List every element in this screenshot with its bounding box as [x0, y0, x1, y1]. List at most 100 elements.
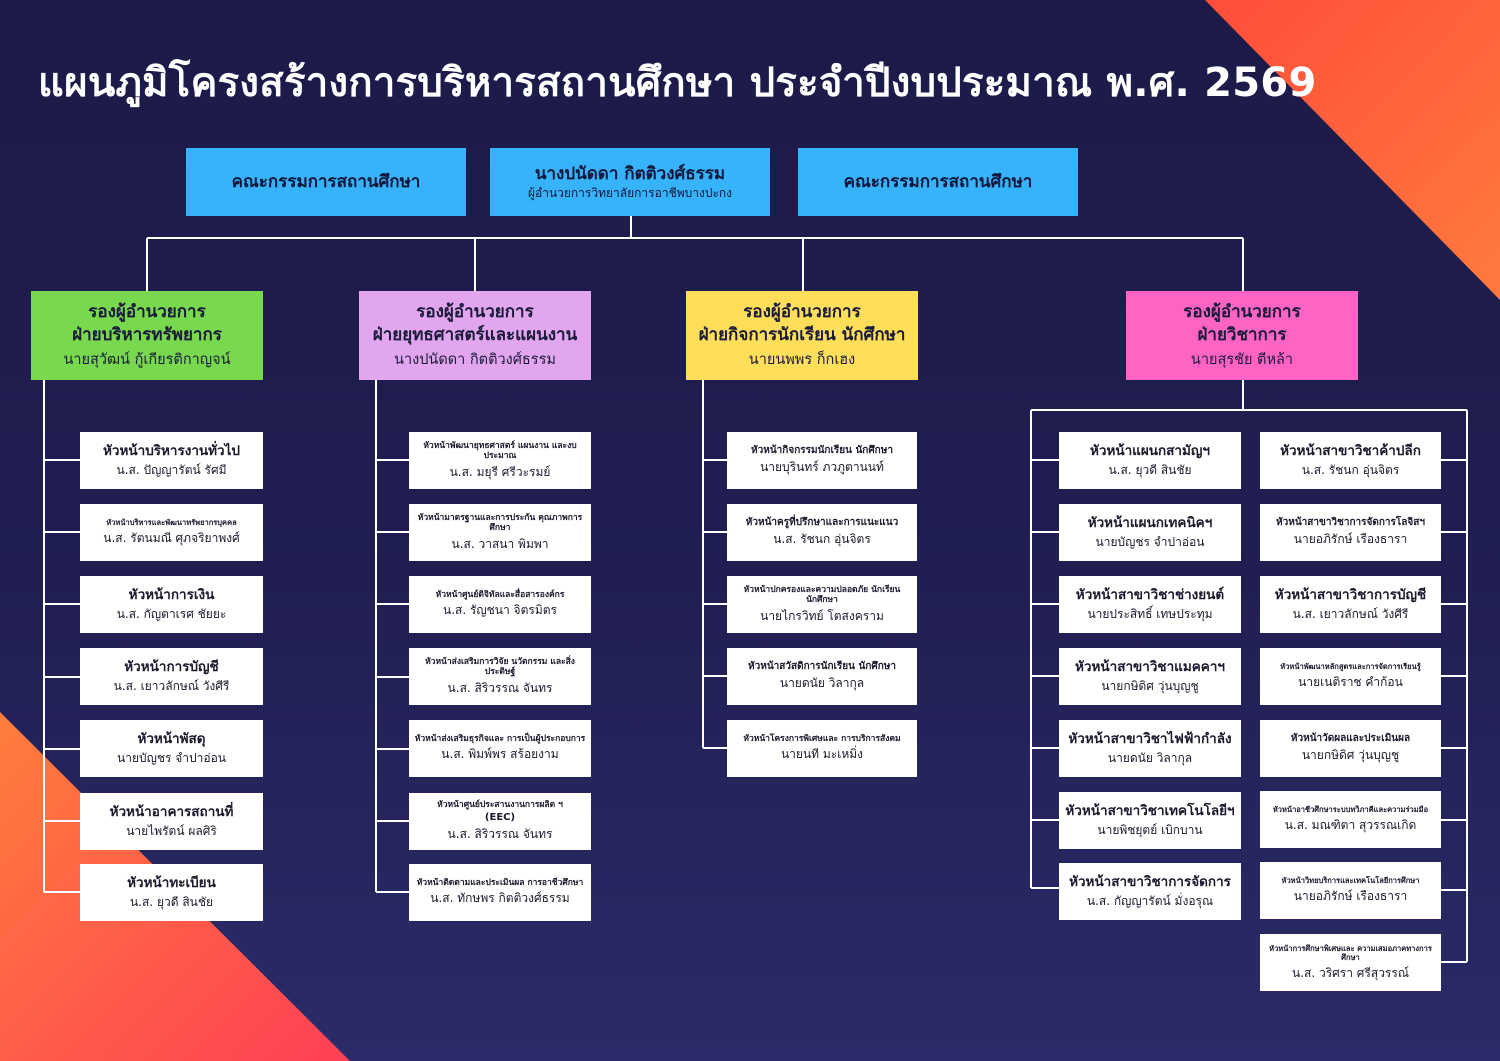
dept-title-line1: รองผู้อำนวยการ: [1183, 301, 1301, 322]
unit-card: หัวหน้าศูนย์ดิจิทัลและสื่อสารองค์กร น.ส.…: [409, 576, 591, 633]
unit-card: หัวหน้าแผนกเทคนิคฯ นายบัญชร จำปาอ่อน: [1059, 504, 1241, 561]
dept-student-affairs-box: รองผู้อำนวยการ ฝ่ายกิจการนักเรียน นักศึก…: [686, 291, 918, 380]
unit-title: หัวหน้าโครงการพิเศษและ การบริการสังคม: [743, 733, 901, 744]
unit-title: หัวหน้าสาขาวิชาไฟฟ้ากำลัง: [1068, 730, 1232, 747]
dept-title-line2: ฝ่ายบริหารทรัพยากร: [72, 324, 222, 345]
dept-head-name: นายนพพร ก็กเฮง: [748, 351, 856, 368]
unit-card: หัวหน้าส่งเสริมธุรกิจและ การเป็นผู้ประกอ…: [409, 720, 591, 777]
unit-card: หัวหน้าทะเบียน น.ส. ยุวดี สินชัย: [80, 864, 263, 921]
director-name: นางปนัดดา กิตติวงศ์ธรรม: [534, 163, 726, 184]
unit-head-name: นายกษิดิศ วุ่นบุญชู: [1101, 678, 1199, 693]
dept-head-name: นางปนัดดา กิตติวงศ์ธรรม: [394, 351, 556, 368]
unit-card: หัวหน้าแผนกสามัญฯ น.ส. ยุวดี สินชัย: [1059, 432, 1241, 489]
unit-title: หัวหน้าสาขาวิชาช่างยนต์: [1075, 586, 1225, 603]
unit-title: หัวหน้าวิทยบริการและเทคโนโลยีการศึกษา: [1281, 876, 1420, 886]
unit-title: หัวหน้าอาชีวศึกษาระบบทวิภาคีและความร่วมม…: [1272, 805, 1429, 815]
unit-head-name: น.ส. กัญญารัตน์ มั่งอรุณ: [1086, 893, 1214, 908]
dept-title-line2: ฝ่ายยุทธศาสตร์และแผนงาน: [372, 324, 578, 345]
dept-head-name: นายสุรชัย ตีหล้า: [1190, 351, 1294, 368]
unit-title: หัวหน้าอาคารสถานที่: [109, 803, 234, 820]
unit-title: หัวหน้าสาขาวิชาการจัดการ: [1069, 873, 1231, 890]
unit-card: หัวหน้าอาชีวศึกษาระบบทวิภาคีและความร่วมม…: [1260, 791, 1441, 848]
unit-card: หัวหน้าบริหารงานทั่วไป น.ส. ปัญญารัตน์ ร…: [80, 432, 263, 489]
unit-head-name: นายไพรัตน์ ผลศิริ: [126, 823, 217, 838]
unit-head-name: น.ส. รัตนมณี ศุภจริยาพงศ์: [103, 530, 240, 545]
unit-card: หัวหน้าพัฒนายุทธศาสตร์ แผนงาน และงบประมา…: [409, 432, 591, 489]
unit-card: หัวหน้าพัฒนาหลักสูตรและการจัดการเรียนรู้…: [1260, 648, 1441, 705]
unit-card: หัวหน้าสาขาวิชาเทคโนโลยีฯ นายพิชยุตย์ เบ…: [1059, 792, 1241, 849]
unit-title: หัวหน้าปกครองและความปลอดภัย นักเรียน นัก…: [743, 584, 901, 606]
unit-head-name: น.ส. ยุวดี สินชัย: [1108, 462, 1192, 477]
unit-title: หัวหน้าส่งเสริมการวิจัย นวัตกรรม และสิ่ง…: [425, 656, 575, 678]
unit-head-name: นายไกรวิทย์ โตสงคราม: [760, 608, 884, 623]
page-title: แผนภูมิโครงสร้างการบริหารสถานศึกษา ประจำ…: [38, 60, 1317, 106]
unit-card: หัวหน้าพัสดุ นายบัญชร จำปาอ่อน: [80, 720, 263, 777]
unit-card: หัวหน้าสาขาวิชาช่างยนต์ นายประสิทธิ์ เทษ…: [1059, 576, 1241, 633]
unit-card: หัวหน้าบริหารและพัฒนาทรัพยากรบุคคล น.ส. …: [80, 504, 263, 561]
unit-head-name: น.ส. ปัญญารัตน์ รัศมี: [116, 462, 227, 477]
unit-card: หัวหน้าวิทยบริการและเทคโนโลยีการศึกษา นา…: [1260, 862, 1441, 919]
dept-title-line2: ฝ่ายวิชาการ: [1197, 324, 1287, 345]
unit-head-name: น.ส. พิมพ์พร สร้อยงาม: [441, 747, 559, 762]
unit-title: หัวหน้าบริหารและพัฒนาทรัพยากรบุคคล: [106, 518, 237, 528]
unit-head-name: น.ส. ทักษพร กิตติวงศ์ธรรม: [430, 891, 570, 906]
unit-card: หัวหน้าสาขาวิชาการบัญชี น.ส. เยาวลักษณ์ …: [1260, 576, 1441, 633]
unit-head-name: น.ส. รัญชนา จิตรมิตร: [443, 603, 557, 618]
unit-card: หัวหน้าสวัสดิการนักเรียน นักศึกษา นายดนั…: [727, 648, 917, 705]
unit-card: หัวหน้าสาขาวิชาค้าปลีก น.ส. รัชนก อุ่นจิ…: [1260, 432, 1441, 489]
unit-card: หัวหน้าการบัญชี น.ส. เยาวลักษณ์ วังศีรี: [80, 648, 263, 705]
unit-card: หัวหน้าการศึกษาพิเศษและ ความเสมอภาคทางกา…: [1260, 934, 1441, 991]
dept-title-line1: รองผู้อำนวยการ: [88, 301, 206, 322]
unit-title: หัวหน้าพัสดุ: [137, 730, 206, 747]
unit-title: หัวหน้ามาตรฐานและการประกัน คุณภาพการศึกษ…: [417, 512, 583, 534]
unit-card: หัวหน้าอาคารสถานที่ นายไพรัตน์ ผลศิริ: [80, 793, 263, 850]
unit-card: หัวหน้าครูที่ปรึกษาและการแนะแนว น.ส. รัช…: [727, 504, 917, 561]
unit-head-name: น.ส. เยาวลักษณ์ วังศีรี: [1292, 606, 1409, 621]
unit-title: หัวหน้าติดตามและประเมินผล การอาชีวศึกษา: [416, 877, 584, 888]
unit-card: หัวหน้าสาขาวิชาการจัดการโลจิสฯ นายอภิรัก…: [1260, 504, 1441, 561]
dept-academic-box: รองผู้อำนวยการ ฝ่ายวิชาการ นายสุรชัย ตีห…: [1126, 291, 1358, 380]
unit-title-line2: (EEC): [484, 811, 516, 823]
unit-head-name: น.ส. กัญตาเรศ ชัยยะ: [116, 606, 227, 621]
unit-title: หัวหน้าสาขาวิชาการบัญชี: [1274, 586, 1427, 603]
unit-card: หัวหน้าสาขาวิชาการจัดการ น.ส. กัญญารัตน์…: [1059, 863, 1241, 920]
dept-title-line2: ฝ่ายกิจการนักเรียน นักศึกษา: [698, 324, 906, 345]
unit-head-name: นายเนติราช คำก้อน: [1298, 674, 1403, 689]
unit-title: หัวหน้าศูนย์ประสานงานการผลิต ฯ: [437, 800, 563, 811]
unit-title: หัวหน้ากิจกรรมนักเรียน นักศึกษา: [751, 445, 893, 456]
unit-card: หัวหน้ากิจกรรมนักเรียน นักศึกษา นายบุริน…: [727, 432, 917, 489]
unit-head-name: นายบัญชร จำปาอ่อน: [117, 750, 226, 765]
decor-top-right-shape: [1205, 0, 1500, 300]
unit-title: หัวหน้าการบัญชี: [124, 658, 219, 675]
unit-card: หัวหน้ามาตรฐานและการประกัน คุณภาพการศึกษ…: [409, 504, 591, 561]
dept-resources-box: รองผู้อำนวยการ ฝ่ายบริหารทรัพยากร นายสุว…: [31, 291, 263, 380]
unit-title: หัวหน้าสาขาวิชาแมคคาฯ: [1075, 658, 1225, 675]
unit-head-name: น.ส. ยุวดี สินชัย: [129, 894, 214, 909]
unit-title: หัวหน้าสาขาวิชาค้าปลีก: [1280, 442, 1421, 459]
unit-card: หัวหน้าศูนย์ประสานงานการผลิต ฯ (EEC) น.ส…: [409, 793, 591, 850]
director-box: นางปนัดดา กิตติวงศ์ธรรม ผู้อำนวยการวิทยา…: [490, 148, 770, 216]
unit-head-name: น.ส. มยุรี ศรีวะรมย์: [449, 464, 551, 479]
unit-card: หัวหน้าการเงิน น.ส. กัญตาเรศ ชัยยะ: [80, 576, 263, 633]
unit-title: หัวหน้าส่งเสริมธุรกิจและ การเป็นผู้ประกอ…: [414, 733, 586, 744]
unit-head-name: นายดนัย วิลากุล: [779, 676, 865, 690]
unit-head-name: นายบัญชร จำปาอ่อน: [1095, 534, 1205, 549]
unit-head-name: น.ส. วาสนา พิมพา: [451, 536, 549, 551]
unit-card: หัวหน้าสาขาวิชาไฟฟ้ากำลัง นายดนัย วิลากุ…: [1059, 720, 1241, 777]
dept-title-line1: รองผู้อำนวยการ: [416, 301, 534, 322]
unit-title: หัวหน้าแผนกเทคนิคฯ: [1087, 514, 1213, 531]
unit-card: หัวหน้าวัดผลและประเมินผล นายกษิดิศ วุ่นบ…: [1260, 720, 1441, 777]
unit-title: หัวหน้าศูนย์ดิจิทัลและสื่อสารองค์กร: [435, 589, 565, 600]
unit-card: หัวหน้าโครงการพิเศษและ การบริการสังคม นา…: [727, 720, 917, 777]
school-board-left-box: คณะกรรมการสถานศึกษา: [186, 148, 466, 216]
unit-head-name: น.ส. เยาวลักษณ์ วังศีรี: [113, 678, 230, 693]
unit-card: หัวหน้าติดตามและประเมินผล การอาชีวศึกษา …: [409, 864, 591, 921]
unit-head-name: นายนที มะเหมิ่ง: [780, 747, 864, 762]
unit-head-name: น.ส. มณฑิตา สุวรรณเกิด: [1284, 817, 1417, 832]
unit-head-name: นายประสิทธิ์ เทษประทุม: [1087, 606, 1213, 621]
unit-head-name: น.ส. สิริวรรณ จันทร: [447, 826, 553, 841]
school-board-right-box: คณะกรรมการสถานศึกษา: [798, 148, 1078, 216]
unit-title: หัวหน้าบริหารงานทั่วไป: [103, 442, 240, 459]
